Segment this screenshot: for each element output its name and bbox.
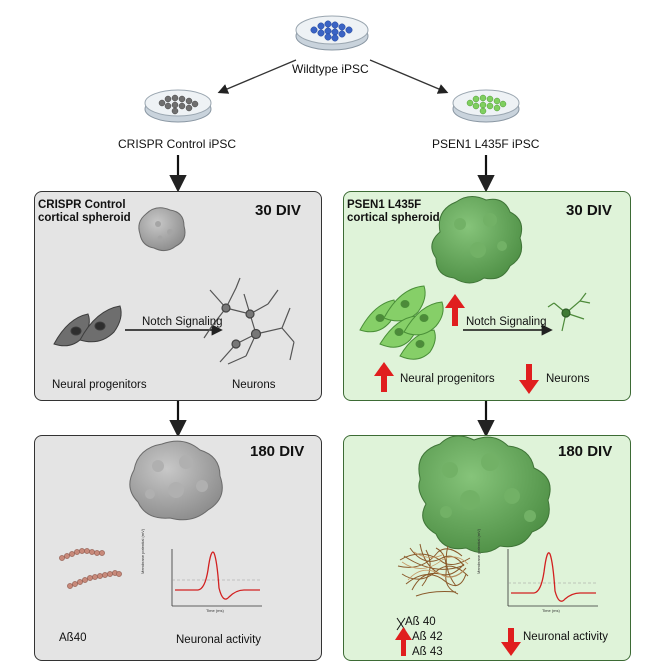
- psen1-notch-label: Notch Signaling: [466, 316, 547, 328]
- psen1-30div-label: 30 DIV: [566, 202, 612, 219]
- psen1-trace-ylabel: Membrane potential (mV): [476, 528, 481, 574]
- increase-progenitors-icon: [374, 362, 394, 392]
- control-30div-label: 30 DIV: [255, 202, 301, 219]
- control-activity-label: Neuronal activity: [176, 634, 262, 646]
- control-180div-label: 180 DIV: [250, 443, 305, 460]
- psen1-ipsc-label: PSEN1 L435F iPSC: [432, 137, 540, 151]
- psen1-abeta42-label: Aß 42: [412, 631, 443, 643]
- control-neurons-label: Neurons: [232, 379, 276, 391]
- increase-abeta-icon: [395, 627, 412, 656]
- control-progenitor-cells-icon: [53, 305, 122, 347]
- control-30div-title: CRISPR Control cortical spheroid: [38, 199, 131, 224]
- psen1-abeta43-label: Aß 43: [412, 646, 443, 658]
- arrow-to-control: [217, 59, 297, 94]
- wildtype-label: Wildtype iPSC: [292, 62, 369, 76]
- psen1-abeta40-label: Aß 40: [405, 616, 436, 628]
- control-trace-xlabel: Time (ms): [206, 608, 224, 613]
- psen1-action-potential-plot: [507, 549, 598, 607]
- control-ipsc-label: CRISPR Control iPSC: [118, 137, 237, 151]
- psen1-spheroid-180-icon: [418, 435, 551, 553]
- abeta40-chains-icon: [59, 548, 122, 589]
- control-spheroid-180-icon: [129, 440, 223, 521]
- psen1-spheroid-30-icon: [431, 196, 523, 284]
- control-abeta-label: Aß40: [59, 632, 87, 644]
- psen1-progenitor-cells-icon: [359, 285, 444, 360]
- psen1-trace-xlabel: Time (ms): [542, 608, 560, 613]
- psen1-activity-label: Neuronal activity: [523, 631, 609, 643]
- control-notch-label: Notch Signaling: [142, 316, 223, 328]
- control-spheroid-30-icon: [138, 207, 186, 252]
- abeta-plaque-icon: [397, 543, 471, 597]
- control-neurons-icon: [203, 277, 295, 365]
- control-progenitors-label: Neural progenitors: [52, 379, 147, 391]
- control-trace-ylabel: Membrane potential (mV): [140, 528, 145, 574]
- control-action-potential-plot: [171, 549, 262, 607]
- psen1-progenitors-label: Neural progenitors: [400, 373, 495, 385]
- psen1-neuron-icon: [547, 292, 591, 332]
- increase-progenitors-top-icon: [445, 294, 465, 326]
- arrow-to-psen1: [369, 59, 449, 94]
- decrease-neurons-icon: [519, 364, 539, 394]
- psen1-30div-title: PSEN1 L435F cortical spheroid: [347, 199, 440, 224]
- decrease-activity-icon: [501, 628, 521, 656]
- psen1-neurons-label: Neurons: [546, 373, 590, 385]
- psen1-180div-label: 180 DIV: [558, 443, 613, 460]
